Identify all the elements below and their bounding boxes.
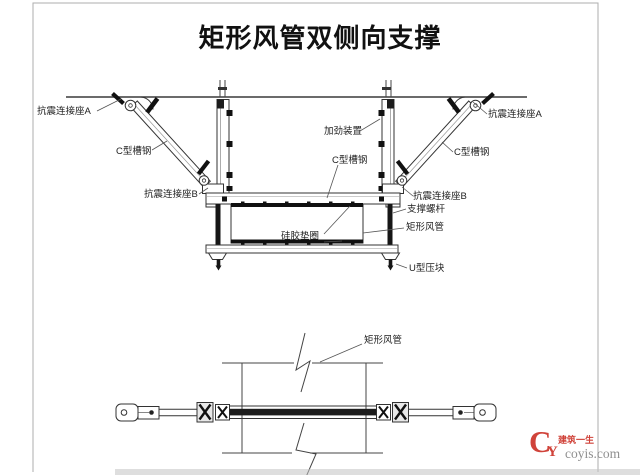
label-rect-duct-elevation: 矩形风管	[406, 222, 445, 233]
duct-section	[230, 201, 364, 245]
break-line-icon	[295, 422, 317, 475]
watermark-site-url: coyis.com	[565, 446, 621, 461]
left-diagonal-brace	[111, 91, 224, 194]
label-c-channel-left: C型槽钢	[116, 146, 152, 157]
label-seismic-connector-b-right: 抗震连接座B	[413, 191, 467, 202]
label-rect-duct-plan: 矩形风管	[364, 335, 403, 346]
label-seismic-connector-a-left: 抗震连接座A	[37, 106, 91, 117]
support-rods	[215, 204, 393, 246]
drawing-title: 矩形风管双侧向支撑	[198, 23, 442, 53]
plan-drawing	[115, 332, 497, 475]
brace-bolt-icon	[196, 159, 211, 176]
watermark-logo-c: C	[529, 424, 552, 459]
label-silicone-gasket: 硅胶垫圈	[281, 231, 320, 242]
bottom-channel	[205, 244, 401, 271]
anchor-bolt-icon	[111, 91, 125, 106]
label-c-channel-center: C型槽钢	[332, 155, 368, 166]
brace-bolt-icon	[145, 97, 160, 114]
bottom-crop-strip	[115, 469, 640, 475]
label-seismic-connector-a-right: 抗震连接座A	[488, 109, 542, 120]
u-clamp-shape	[207, 252, 228, 260]
watermark-brand: 建筑一生	[558, 435, 595, 445]
gasket-bolts	[241, 201, 355, 245]
leader-lines	[96, 98, 488, 363]
brace-bolt-icon	[446, 97, 461, 114]
label-seismic-connector-b-left: 抗震连接座B	[144, 189, 198, 200]
label-u-clamp: U型压块	[409, 263, 445, 274]
page-border	[32, 2, 599, 472]
brace-bolt-icon	[395, 159, 410, 176]
anchor-bolt-icon	[481, 91, 495, 106]
label-stiffener-device: 加劲装置	[324, 126, 363, 137]
left-hanger-channel	[216, 80, 233, 194]
plan-duct-walls	[222, 332, 383, 475]
label-c-channel-right: C型槽钢	[454, 147, 490, 158]
watermark-logo-y: Y	[547, 444, 558, 460]
elevation-drawing	[66, 80, 527, 271]
break-line-icon	[295, 332, 311, 393]
right-diagonal-brace	[382, 91, 495, 194]
u-clamp-shape	[380, 252, 401, 260]
label-support-rod: 支撑螺杆	[407, 204, 446, 215]
right-hanger-channel	[378, 80, 395, 194]
plan-brace-rod-assembly	[115, 402, 497, 423]
